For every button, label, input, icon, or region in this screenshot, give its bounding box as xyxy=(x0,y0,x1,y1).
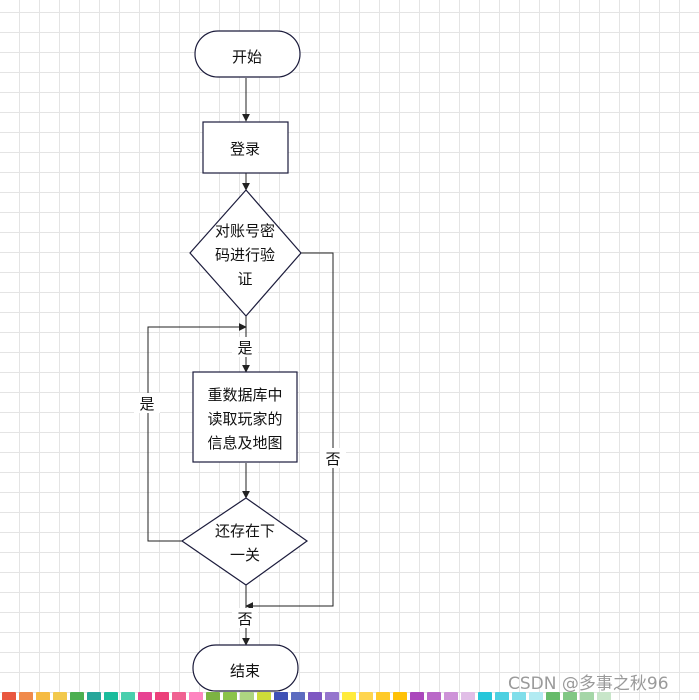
palette-swatch[interactable] xyxy=(529,692,543,700)
start-node xyxy=(194,30,301,78)
palette-swatch[interactable] xyxy=(512,692,526,700)
palette-swatch[interactable] xyxy=(308,692,322,700)
edge-label-loop-yes: 是 xyxy=(139,395,154,413)
palette-swatch[interactable] xyxy=(53,692,67,700)
csdn-watermark: CSDN @多事之秋96 xyxy=(508,674,669,694)
palette-swatch[interactable] xyxy=(478,692,492,700)
palette-swatch[interactable] xyxy=(274,692,288,700)
edge-label-verify-yes: 是 xyxy=(237,339,252,357)
color-palette-strip xyxy=(0,692,699,700)
palette-swatch[interactable] xyxy=(546,692,560,700)
verify-label-line-3: 证 xyxy=(237,270,252,288)
palette-swatch[interactable] xyxy=(189,692,203,700)
edge-label-has-next-no: 否 xyxy=(237,610,252,628)
palette-swatch[interactable] xyxy=(223,692,237,700)
read-label-line-1: 重数据库中 xyxy=(207,386,282,404)
palette-swatch[interactable] xyxy=(563,692,577,700)
palette-swatch[interactable] xyxy=(70,692,84,700)
palette-swatch[interactable] xyxy=(2,692,16,700)
palette-swatch[interactable] xyxy=(87,692,101,700)
palette-swatch[interactable] xyxy=(325,692,339,700)
palette-swatch[interactable] xyxy=(376,692,390,700)
has-next-label-line-2: 一关 xyxy=(230,546,260,564)
palette-swatch[interactable] xyxy=(410,692,424,700)
start-label: 开始 xyxy=(232,48,262,66)
palette-swatch[interactable] xyxy=(342,692,356,700)
edge-label-verify-no: 否 xyxy=(325,450,340,468)
palette-swatch[interactable] xyxy=(155,692,169,700)
edge-label-bg xyxy=(320,448,346,468)
login-node xyxy=(202,121,289,174)
has-next-label-line-1: 还存在下 xyxy=(215,522,275,540)
palette-swatch[interactable] xyxy=(393,692,407,700)
palette-swatch[interactable] xyxy=(495,692,509,700)
edge-label-bg xyxy=(134,393,160,413)
palette-swatch[interactable] xyxy=(257,692,271,700)
palette-swatch[interactable] xyxy=(36,692,50,700)
palette-swatch[interactable] xyxy=(138,692,152,700)
edge-label-bg xyxy=(232,608,258,628)
palette-swatch[interactable] xyxy=(121,692,135,700)
read-label-line-3: 信息及地图 xyxy=(207,434,282,452)
palette-swatch[interactable] xyxy=(597,692,611,700)
palette-swatch[interactable] xyxy=(461,692,475,700)
edge-verify-no xyxy=(245,252,334,610)
end-label: 结束 xyxy=(230,662,260,680)
edge-loop-back xyxy=(147,323,247,542)
end-node xyxy=(192,644,299,692)
login-label: 登录 xyxy=(230,140,260,158)
palette-swatch[interactable] xyxy=(104,692,118,700)
verify-label-line-1: 对账号密 xyxy=(215,222,275,240)
palette-swatch[interactable] xyxy=(206,692,220,700)
palette-swatch[interactable] xyxy=(427,692,441,700)
verify-decision xyxy=(189,189,302,317)
has-next-decision xyxy=(180,497,309,586)
palette-swatch[interactable] xyxy=(172,692,186,700)
palette-swatch[interactable] xyxy=(240,692,254,700)
read-label-line-2: 读取玩家的 xyxy=(207,410,282,428)
verify-label-line-2: 码进行验 xyxy=(215,246,275,264)
palette-swatch[interactable] xyxy=(580,692,594,700)
edge-label-bg xyxy=(232,337,258,357)
palette-swatch[interactable] xyxy=(19,692,33,700)
read-data-node xyxy=(192,371,298,463)
palette-swatch[interactable] xyxy=(444,692,458,700)
palette-swatch[interactable] xyxy=(291,692,305,700)
palette-swatch[interactable] xyxy=(359,692,373,700)
